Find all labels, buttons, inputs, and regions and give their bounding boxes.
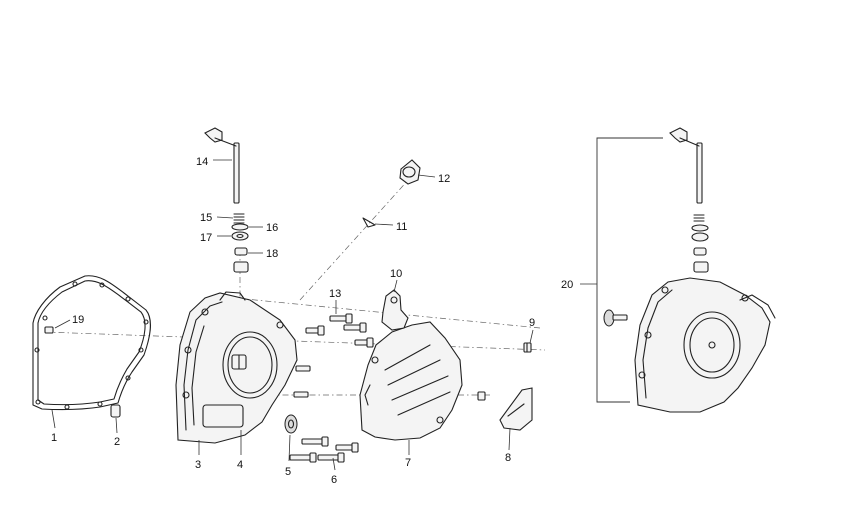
bolts-upper bbox=[293, 313, 374, 398]
badge-plate bbox=[499, 387, 533, 431]
spring-clip bbox=[362, 217, 376, 228]
gasket bbox=[32, 275, 152, 411]
callout-2: 2 bbox=[114, 436, 120, 448]
callout-10: 10 bbox=[390, 268, 402, 280]
callout-labels: 1 2 3 4 5 6 7 8 9 10 11 12 13 14 15 16 1… bbox=[51, 156, 573, 486]
bearing bbox=[231, 231, 249, 241]
outer-cover bbox=[359, 321, 463, 441]
assembly-bracket bbox=[580, 137, 663, 403]
callout-12: 12 bbox=[438, 173, 450, 185]
cover-screw bbox=[477, 391, 486, 401]
spring bbox=[233, 213, 245, 224]
locating-stud bbox=[44, 326, 54, 334]
oil-seal bbox=[231, 354, 247, 370]
shift-lever bbox=[204, 127, 240, 204]
callout-17: 17 bbox=[200, 232, 212, 244]
callout-7: 7 bbox=[405, 457, 411, 469]
washer-ring bbox=[231, 223, 249, 231]
plug-cap bbox=[399, 159, 421, 185]
callout-13: 13 bbox=[329, 288, 341, 300]
dowel-pin bbox=[110, 404, 121, 418]
callout-15: 15 bbox=[200, 212, 212, 224]
callout-20: 20 bbox=[561, 279, 573, 291]
callout-16: 16 bbox=[266, 222, 278, 234]
sensor-bracket bbox=[381, 289, 409, 331]
callout-5: 5 bbox=[285, 466, 291, 478]
callout-9: 9 bbox=[529, 317, 535, 329]
callout-11: 11 bbox=[396, 221, 407, 233]
callout-4: 4 bbox=[237, 459, 243, 471]
callout-3: 3 bbox=[195, 459, 201, 471]
bushing bbox=[233, 247, 249, 273]
callout-18: 18 bbox=[266, 248, 278, 260]
callout-8: 8 bbox=[505, 452, 511, 464]
assembled-cover bbox=[603, 127, 776, 413]
callout-19: 19 bbox=[72, 314, 84, 326]
bolts-lower bbox=[289, 436, 359, 463]
callout-6: 6 bbox=[331, 474, 337, 486]
callout-14: 14 bbox=[196, 156, 208, 168]
washer bbox=[284, 414, 298, 434]
screw bbox=[523, 342, 532, 353]
callout-1: 1 bbox=[51, 432, 57, 444]
leader-lines bbox=[51, 159, 534, 471]
